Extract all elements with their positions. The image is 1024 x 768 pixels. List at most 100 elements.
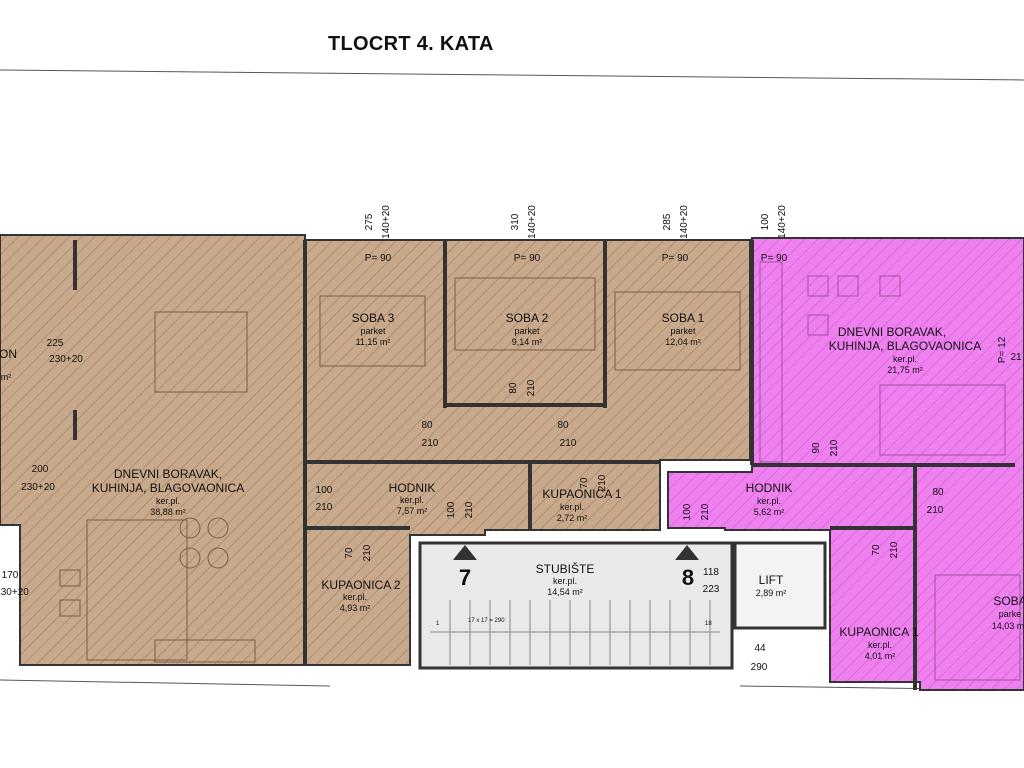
room-area: 14,03 m xyxy=(992,621,1024,631)
furniture-unit-a xyxy=(59,277,741,663)
dim-label: 140+20 xyxy=(381,205,392,239)
room-floor: ker.pl. xyxy=(343,592,367,602)
room-name: SOBA 1 xyxy=(662,311,705,325)
dim-label: P= 12 xyxy=(997,336,1008,363)
dim-label: 100 xyxy=(682,503,693,520)
room-name: SOBA 3 xyxy=(352,311,395,325)
dim-label: 223 xyxy=(703,584,720,595)
stair-number: 8 xyxy=(682,565,694,590)
unit-a-walls xyxy=(73,240,660,665)
dim-label: 210 xyxy=(927,505,944,516)
dim-label: 310 xyxy=(510,213,521,230)
dim-label: 118 xyxy=(703,567,719,578)
stair-core xyxy=(418,541,827,670)
dim-label: 230+20 xyxy=(21,482,55,493)
furniture-unit-b xyxy=(759,261,1021,681)
room-area: 12,04 m² xyxy=(665,337,701,347)
room-floor: parket xyxy=(360,326,386,336)
dim-label: 210 xyxy=(597,474,608,491)
room-floor: ker.pl. xyxy=(400,495,424,505)
stair-steps-label: 17 x 17 = 290 xyxy=(468,618,505,624)
dim-label: 290 xyxy=(751,662,768,673)
dim-label: 210 xyxy=(889,541,900,558)
stair-treads xyxy=(430,600,720,665)
dim-label: 80 xyxy=(508,382,519,394)
room-floor: ker.pl. xyxy=(757,496,781,506)
dim-label: 21 xyxy=(1010,352,1022,363)
stair-number: 7 xyxy=(459,565,471,590)
room-name: HODNIK xyxy=(389,481,436,495)
room-name: KUPAONICA 2 xyxy=(321,578,400,592)
dim-label: 80 xyxy=(557,420,569,431)
dim-label: 100 xyxy=(316,485,333,496)
dim-label: 230+20 xyxy=(49,354,83,365)
room-area: 14,54 m² xyxy=(547,587,583,597)
dim-label: 80 xyxy=(932,487,944,498)
stair-step-start: 1 xyxy=(436,621,440,627)
room-floor: parke xyxy=(999,609,1022,619)
room-area: 38,88 m² xyxy=(150,507,186,517)
dim-label: 70 xyxy=(579,477,590,489)
site-boundary-line-bottom xyxy=(0,679,331,687)
room-area: 21,75 m² xyxy=(887,365,923,375)
dim-label: 140+20 xyxy=(777,205,788,239)
dim-label: 44 xyxy=(754,643,766,654)
dim-label: 140+20 xyxy=(527,205,538,239)
room-floor: parket xyxy=(514,326,540,336)
dim-label: 275 xyxy=(364,213,375,230)
dim-label: 210 xyxy=(526,379,537,396)
room-floor: ker.pl. xyxy=(893,354,917,364)
dim-label: 210 xyxy=(316,502,333,513)
dim-label: 140+20 xyxy=(679,205,690,239)
room-floor: ker.pl. xyxy=(553,576,577,586)
room-name: ON xyxy=(0,347,17,361)
room-name: DNEVNI BORAVAK, xyxy=(838,325,946,339)
dim-label: 210 xyxy=(829,439,840,456)
room-floor: ker.pl. xyxy=(560,502,584,512)
room-name: KUPAONICA 1 xyxy=(839,625,918,639)
dim-label: P= 90 xyxy=(514,253,541,264)
room-floor: ker.pl. xyxy=(156,496,180,506)
room-name: SOBA 2 xyxy=(506,311,549,325)
dim-label: 80 xyxy=(421,420,433,431)
dim-label: 230+20 xyxy=(0,587,29,598)
room-name: KUHINJA, BLAGOVAONICA xyxy=(829,339,981,353)
dim-label: 210 xyxy=(362,544,373,561)
room-floor: ker.pl. xyxy=(868,640,892,650)
dim-label: 70 xyxy=(344,547,355,559)
room-name: KUHINJA, BLAGOVAONICA xyxy=(92,481,244,495)
dim-label: 210 xyxy=(422,438,439,449)
room-name: KUPAONICA 1 xyxy=(542,487,621,501)
room-name: SOBA xyxy=(993,594,1024,608)
room-area: 2,72 m² xyxy=(557,513,588,523)
stair-arrow-7 xyxy=(453,545,477,560)
room-area: 2,89 m² xyxy=(756,588,787,598)
room-area: 11,15 m² xyxy=(356,337,391,347)
dim-label: 170 xyxy=(2,570,19,581)
room-area: 5,62 m² xyxy=(754,507,785,517)
dim-label: 285 xyxy=(662,213,673,230)
dim-label: 70 xyxy=(871,544,882,556)
room-area: 9,14 m² xyxy=(512,337,543,347)
room-name: DNEVNI BORAVAK, xyxy=(114,467,222,481)
dim-label: P= 90 xyxy=(365,253,392,264)
dim-label: 225 xyxy=(47,338,64,349)
unit-b-walls xyxy=(750,240,1015,690)
stair-arrow-8 xyxy=(675,545,699,560)
room-area: m² xyxy=(1,372,12,382)
dim-label: 210 xyxy=(560,438,577,449)
dim-label: 100 xyxy=(446,501,457,518)
dim-label: 210 xyxy=(464,501,475,518)
room-name: STUBIŠTE xyxy=(536,561,595,576)
room-name: LIFT xyxy=(759,573,784,587)
page-title: TLOCRT 4. KATA xyxy=(328,33,494,55)
dim-label: P= 90 xyxy=(761,253,788,264)
dim-label: 100 xyxy=(760,213,771,230)
room-name: HODNIK xyxy=(746,481,793,495)
room-area: 4,93 m² xyxy=(340,603,371,613)
room-area: 4,01 m² xyxy=(865,651,896,661)
dim-label: P= 90 xyxy=(662,253,689,264)
dim-label: 90 xyxy=(811,442,822,454)
dim-label: 210 xyxy=(700,503,711,520)
